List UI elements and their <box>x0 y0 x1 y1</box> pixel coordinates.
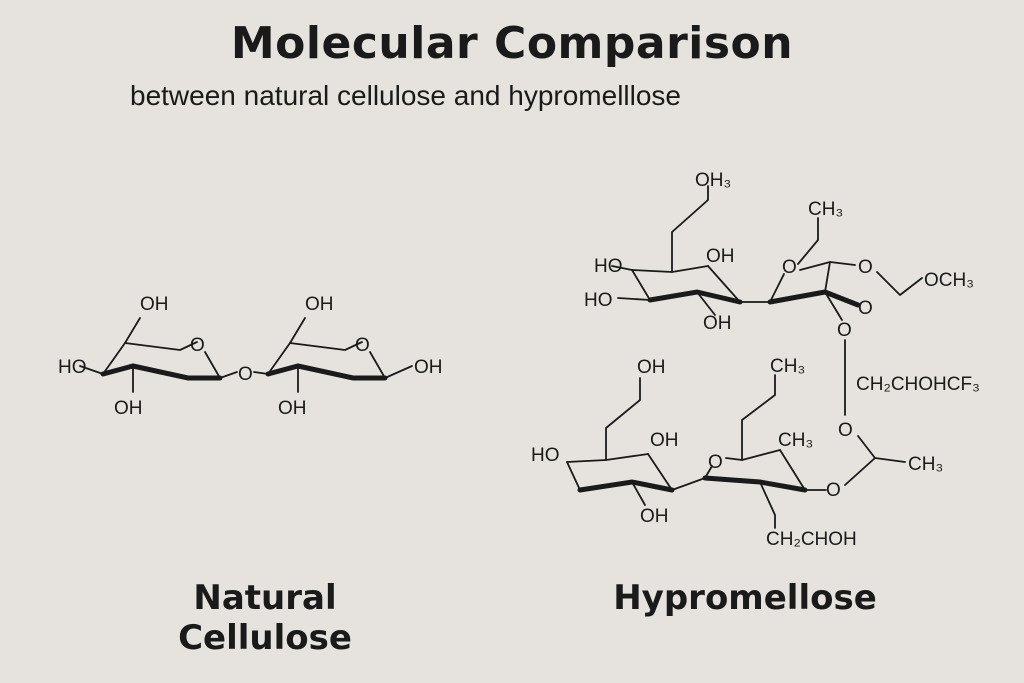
hyp-label-o-lower-ring: O <box>708 452 723 473</box>
hyp-label-ch2chohcf3: CH₂CHOHCF₃ <box>856 374 980 395</box>
hyp-label-oh-lower-bottom: OH <box>640 506 669 527</box>
cellulose-label-oh-bottom2: OH <box>278 398 307 419</box>
cellulose-label-ring-o2: O <box>355 335 370 356</box>
cellulose-label-ring-o1: O <box>190 335 205 356</box>
hyp-label-ch3-lower: CH₃ <box>770 356 805 377</box>
cellulose-label-bridge-o: O <box>238 364 253 385</box>
cellulose-label-ho-left: HO <box>58 357 87 378</box>
hyp-label-ho-upper: HO <box>594 256 623 277</box>
hyp-label-oh-lower: OH <box>637 357 666 378</box>
hypromellose-structure: OH₃ CH₃ HO OH O O OCH₃ HO O OH O CH₂CHOH… <box>531 170 980 550</box>
hyp-label-o-ring-right: O <box>858 298 873 319</box>
hyp-label-o-right: O <box>858 257 873 278</box>
hyp-label-o-ring-top: O <box>782 257 797 278</box>
hyp-label-o-linker: O <box>837 320 852 341</box>
cellulose-label-oh-right: OH <box>414 357 443 378</box>
hyp-label-ch2choh: CH₂CHOH <box>766 529 857 550</box>
hyp-label-oh-upper: OH <box>706 246 735 267</box>
cellulose-structure: OH OH HO O O OH OH O OH OH <box>58 294 443 419</box>
hyp-label-ch3-top: CH₃ <box>808 199 843 220</box>
hyp-label-o-lower-right: O <box>826 480 841 501</box>
hyp-label-ho-upper2: HO <box>584 290 613 311</box>
hyp-label-och3: OCH₃ <box>924 270 974 291</box>
hyp-label-oh-lower2: OH <box>650 430 679 451</box>
cellulose-label-oh-top1: OH <box>140 294 169 315</box>
hyp-label-o-linker2: O <box>838 420 853 441</box>
hyp-label-ch3-right: CH₃ <box>908 454 943 475</box>
hyp-label-ch3-mid: CH₃ <box>778 430 813 451</box>
page-title: Molecular Comparison <box>230 18 794 69</box>
hyp-label-ho-lower: HO <box>531 445 560 466</box>
hyp-label-oh3: OH₃ <box>695 170 731 191</box>
hypromellose-caption: Hypromellose <box>613 578 877 618</box>
page-subtitle: between natural cellulose and hypromelll… <box>130 80 682 111</box>
cellulose-label-oh-bottom1: OH <box>114 398 143 419</box>
cellulose-caption: Natural Cellulose <box>178 578 352 658</box>
hyp-label-oh-upper-bottom: OH <box>703 313 732 334</box>
cellulose-label-oh-top2: OH <box>305 294 334 315</box>
